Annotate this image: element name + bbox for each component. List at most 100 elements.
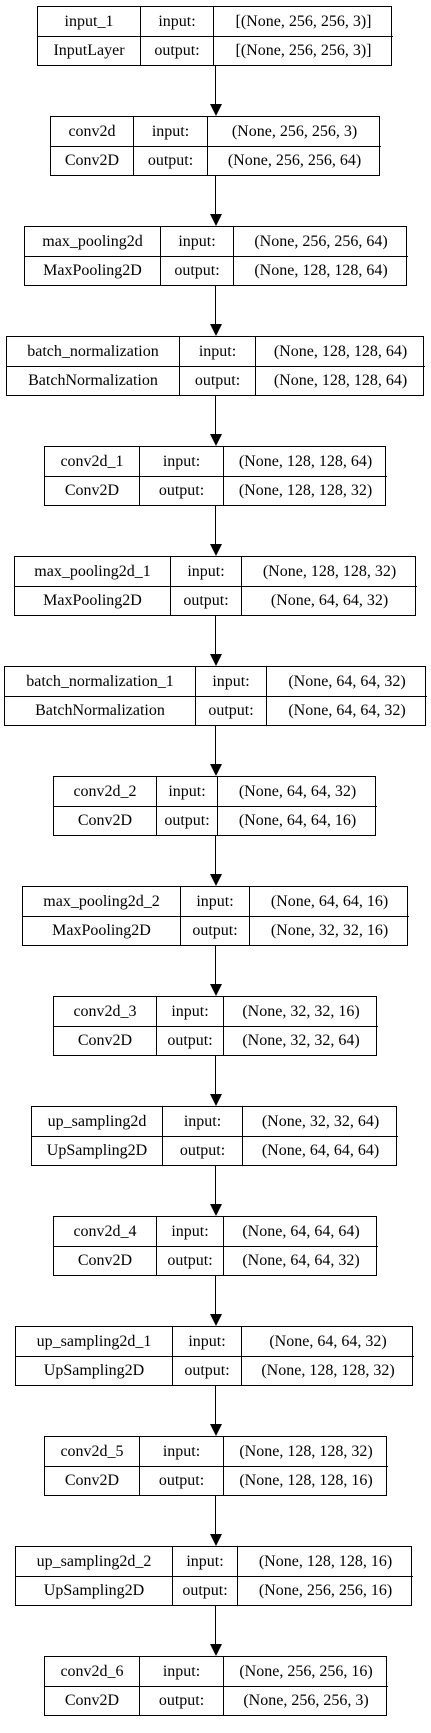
layer-type: Conv2D	[45, 1686, 139, 1715]
layer-name: input_1	[64, 12, 114, 30]
output-shape: (None, 64, 64, 16)	[217, 806, 377, 835]
output-shape: (None, 64, 64, 32)	[266, 696, 427, 725]
input-label: input:	[156, 997, 223, 1026]
input-label: input:	[139, 447, 223, 476]
output-label: output:	[172, 1576, 237, 1605]
layer-name: up_sampling2d_2	[36, 1552, 152, 1570]
input-shape: (None, 128, 128, 16)	[237, 1547, 413, 1576]
layer-type: Conv2D	[54, 806, 156, 835]
output-shape: (None, 64, 64, 64)	[242, 1136, 398, 1165]
input-shape: (None, 64, 64, 16)	[249, 887, 409, 916]
output-shape: (None, 128, 128, 32)	[241, 1356, 414, 1385]
connector-arrow	[215, 1606, 216, 1644]
input-label: input:	[179, 337, 255, 366]
arrow-head-icon	[209, 1534, 222, 1546]
input-shape: (None, 256, 256, 64)	[233, 227, 408, 256]
output-label: output:	[179, 366, 255, 395]
connector-arrow	[215, 616, 216, 654]
layer-name: conv2d_2	[73, 782, 137, 800]
input-label: input:	[140, 7, 213, 36]
layer-name: batch_normalization	[27, 342, 159, 360]
layer-node-up_sampling2d_2: up_sampling2d_2 input:(None, 128, 128, 16…	[15, 1546, 413, 1606]
arrow-head-icon	[209, 214, 222, 226]
input-shape: (None, 128, 128, 32)	[241, 557, 417, 586]
connector-arrow	[215, 176, 216, 214]
output-label: output:	[139, 1466, 223, 1495]
input-label: input:	[172, 1327, 241, 1356]
input-shape: (None, 256, 256, 16)	[223, 1657, 388, 1686]
input-shape: (None, 64, 64, 32)	[217, 777, 377, 806]
output-shape: (None, 32, 32, 16)	[249, 916, 409, 945]
output-shape: [(None, 256, 256, 3)]	[213, 36, 393, 65]
connector-arrow	[215, 1166, 216, 1204]
arrow-head-icon	[209, 324, 222, 336]
input-shape: (None, 128, 128, 64)	[255, 337, 425, 366]
output-label: output:	[162, 1136, 242, 1165]
connector-arrow	[215, 1056, 216, 1094]
input-label: input:	[172, 1547, 237, 1576]
output-shape: (None, 128, 128, 64)	[233, 256, 408, 285]
connector-arrow	[215, 836, 216, 874]
input-label: input:	[160, 227, 233, 256]
input-shape: (None, 128, 128, 32)	[223, 1437, 388, 1466]
input-label: input:	[139, 1437, 223, 1466]
arrow-head-icon	[209, 1204, 222, 1216]
output-shape: (None, 64, 64, 32)	[241, 586, 417, 615]
output-label: output:	[172, 1356, 241, 1385]
layer-node-input_1: input_1 input:[(None, 256, 256, 3)] InputL…	[37, 6, 393, 66]
connector-arrow	[215, 946, 216, 984]
arrow-head-icon	[209, 434, 222, 446]
layer-type: UpSampling2D	[16, 1356, 172, 1385]
output-shape: (None, 256, 256, 3)	[223, 1686, 388, 1715]
arrow-head-icon	[209, 984, 222, 996]
layer-type: MaxPooling2D	[23, 916, 180, 945]
layer-type: BatchNormalization	[7, 366, 179, 395]
arrow-head-icon	[209, 544, 222, 556]
input-label: input:	[162, 1107, 242, 1136]
arrow-head-icon	[209, 874, 222, 886]
output-label: output:	[160, 256, 233, 285]
layer-name: max_pooling2d_1	[34, 562, 151, 580]
layer-type: InputLayer	[38, 36, 140, 65]
input-label: input:	[180, 887, 249, 916]
input-label: input:	[170, 557, 241, 586]
output-shape: (None, 256, 256, 64)	[207, 146, 381, 175]
layer-type: Conv2D	[54, 1246, 156, 1275]
arrow-head-icon	[209, 1094, 222, 1106]
layer-type: Conv2D	[45, 1466, 139, 1495]
input-shape: [(None, 256, 256, 3)]	[213, 7, 393, 36]
layer-name: batch_normalization_1	[26, 672, 174, 690]
output-label: output:	[133, 146, 207, 175]
output-label: output:	[195, 696, 266, 725]
layer-name: conv2d_6	[60, 1662, 124, 1680]
layer-name: up_sampling2d	[47, 1112, 147, 1130]
layer-name: conv2d	[68, 122, 116, 140]
output-shape: (None, 128, 128, 64)	[255, 366, 425, 395]
input-shape: (None, 256, 256, 3)	[207, 117, 381, 146]
output-shape: (None, 128, 128, 32)	[223, 476, 387, 505]
output-shape: (None, 256, 256, 16)	[237, 1576, 413, 1605]
arrow-head-icon	[209, 104, 222, 116]
layer-name: max_pooling2d	[42, 232, 143, 250]
input-shape: (None, 128, 128, 64)	[223, 447, 387, 476]
input-shape: (None, 32, 32, 16)	[223, 997, 378, 1026]
layer-name: up_sampling2d_1	[36, 1332, 152, 1350]
layer-type: BatchNormalization	[5, 696, 195, 725]
connector-arrow	[215, 66, 216, 104]
layer-type: UpSampling2D	[16, 1576, 172, 1605]
output-label: output:	[170, 586, 241, 615]
arrow-head-icon	[209, 1424, 222, 1436]
connector-arrow	[215, 1276, 216, 1314]
input-shape: (None, 64, 64, 64)	[223, 1217, 378, 1246]
layer-type: MaxPooling2D	[25, 256, 160, 285]
input-label: input:	[133, 117, 207, 146]
